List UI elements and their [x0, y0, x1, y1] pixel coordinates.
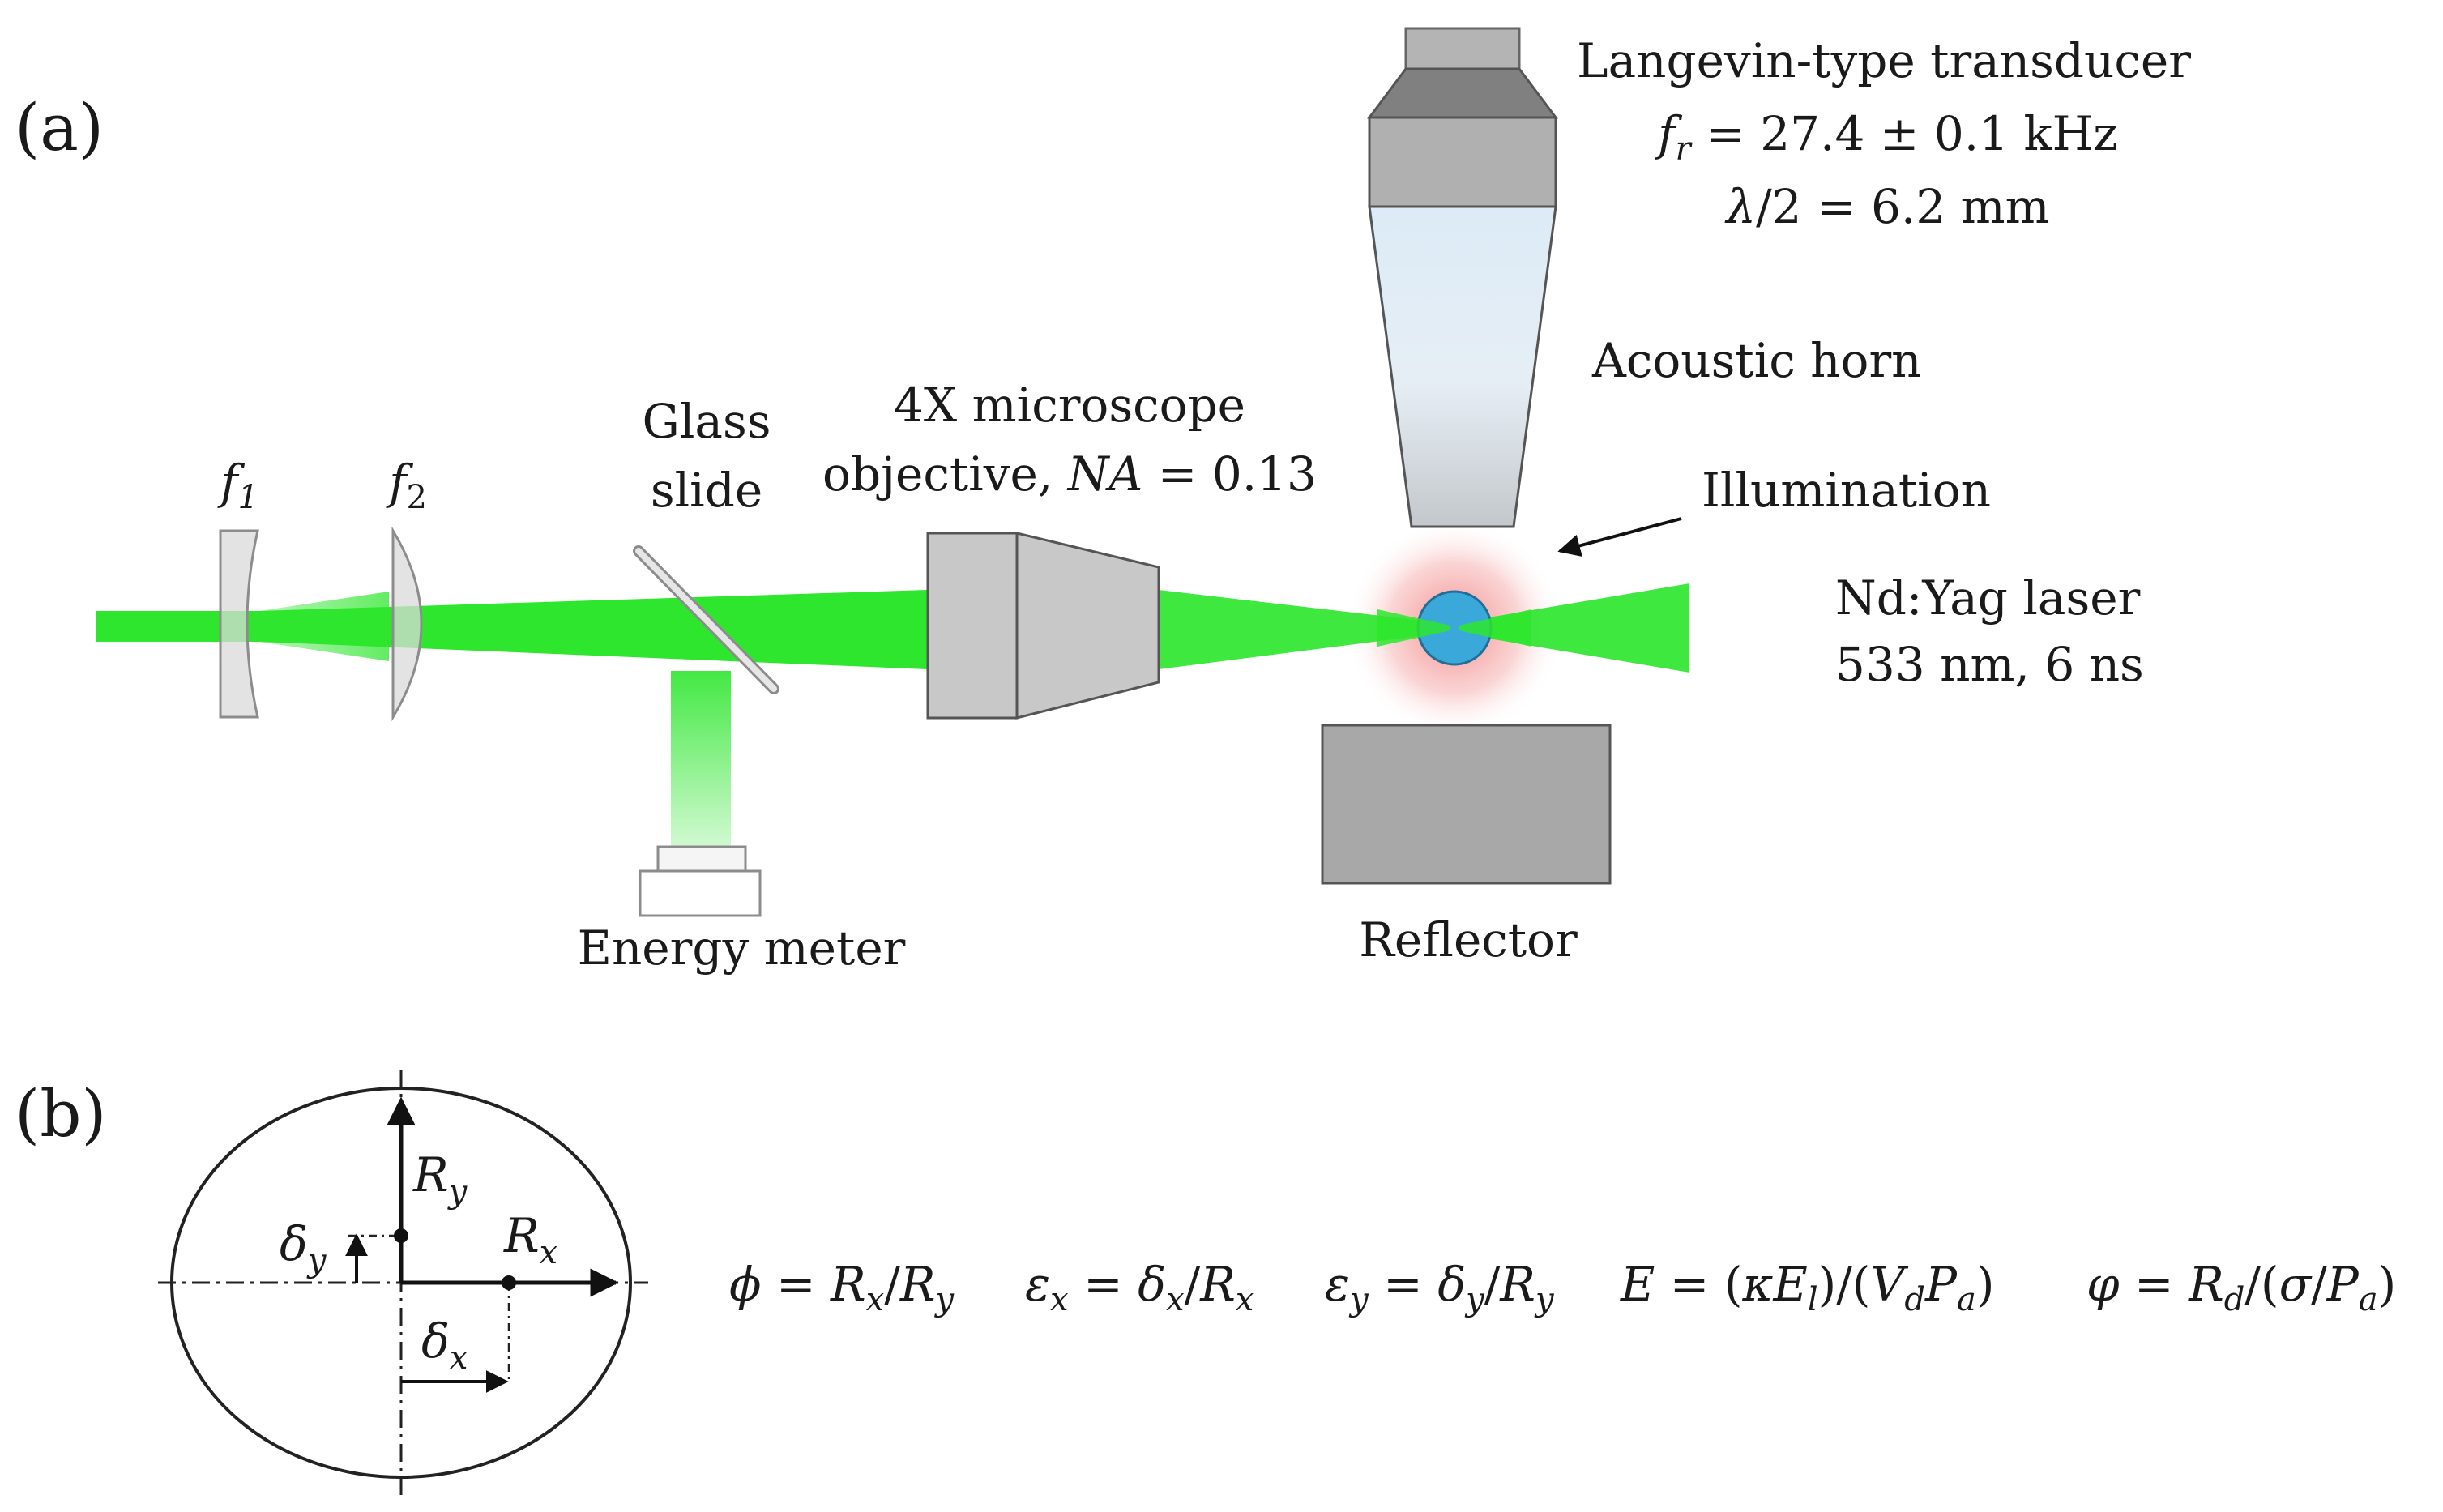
deformed-bubble-ellipse	[158, 1070, 648, 1495]
microscope-objective	[926, 532, 1160, 720]
lens-f2	[391, 526, 423, 722]
rx-label: Rx	[503, 1208, 557, 1271]
reflector-label: Reflector	[1359, 912, 1578, 967]
equation-aspect-ratio: ϕ = Rx/Ry	[729, 1257, 955, 1318]
ry-label: Ry	[412, 1147, 468, 1211]
illumination-label: Illumination	[1702, 463, 1991, 518]
panel-label-a: (a)	[15, 90, 104, 165]
glass-slide-label-2: slide	[651, 463, 762, 518]
equation-eps-y: εy = δy/Ry	[1325, 1257, 1555, 1318]
lens-f1	[219, 529, 259, 719]
lens-f2-label: f2	[386, 455, 427, 516]
equation-standoff: φ = Rd/(σ/Pa)	[2086, 1257, 2396, 1318]
equation-energy: E = (κEl)/(VdPa)	[1620, 1257, 1994, 1318]
laser-beam	[96, 583, 1689, 865]
lens-f1-label: f1	[217, 455, 258, 516]
transducer-label: Langevin-type transducer	[1577, 33, 2191, 88]
equation-eps-x: εx = δx/Rx	[1025, 1257, 1254, 1318]
objective-label-2: objective, NA = 0.13	[822, 446, 1317, 502]
acoustic-horn-label: Acoustic horn	[1591, 333, 1922, 388]
panel-label-b: (b)	[15, 1076, 107, 1151]
acoustic-horn	[1368, 205, 1557, 528]
delta-x-label: δx	[421, 1313, 468, 1377]
delta-y-label: δy	[280, 1216, 327, 1279]
illumination-arrow	[1557, 517, 1682, 557]
glass-slide-label-1: Glass	[643, 394, 771, 449]
reflector	[1321, 724, 1612, 885]
objective-label-1: 4X microscope	[894, 378, 1245, 433]
transducer-half-wavelength: λ/2 = 6.2 mm	[1724, 179, 2049, 234]
laser-label-1: Nd:Yag laser	[1835, 570, 2141, 626]
energy-meter	[639, 845, 762, 917]
energy-meter-label: Energy meter	[578, 920, 906, 976]
laser-label-2: 533 nm, 6 ns	[1835, 637, 2144, 692]
langevin-transducer	[1367, 27, 1558, 208]
transducer-frequency: fr = 27.4 ± 0.1 kHz	[1655, 106, 2118, 168]
